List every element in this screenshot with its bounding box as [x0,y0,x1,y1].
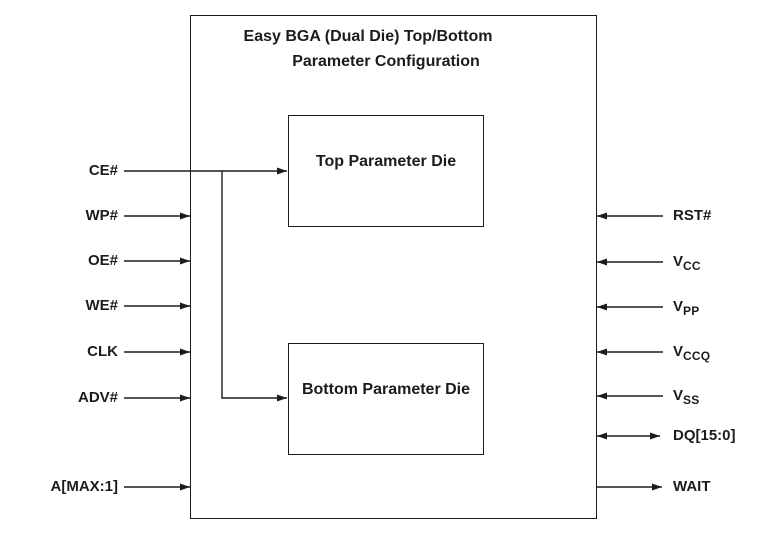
signal-label-dq: DQ[15:0] [673,426,736,450]
diagram-title-line2: Parameter Configuration [292,53,480,70]
signal-label-clk: CLK [87,343,118,360]
signal-label-we: WE# [85,297,118,314]
signal-text: V [673,343,684,360]
signal-text: DQ[15:0] [673,427,736,444]
top-die-label: Top Parameter Die [315,153,457,170]
signal-subscript: SS [683,393,700,407]
top-parameter-die-block: Top Parameter Die [288,115,484,227]
bottom-parameter-die-block: Bottom Parameter Die [288,343,484,455]
signal-label-vcc: VCC [673,252,701,276]
signal-label-adv: ADV# [77,389,118,406]
signal-label-wp: WP# [85,207,118,224]
signal-label-rst: RST# [673,206,711,230]
bottom-die-label: Bottom Parameter Die [301,381,471,398]
signal-label-oe: OE# [87,252,118,269]
signal-text: RST# [673,207,712,224]
diagram-title-line1: Easy BGA (Dual Die) Top/Bottom [243,28,493,45]
signal-label-vccq: VCCQ [673,342,710,366]
signal-subscript: PP [683,304,700,318]
signal-label-address: A[MAX:1] [50,478,119,495]
signal-text: V [673,253,684,270]
signal-label-vpp: VPP [673,297,699,321]
signal-text: V [673,298,684,315]
signal-subscript: CCQ [683,349,711,363]
signal-subscript: CC [683,259,701,273]
signal-text: WAIT [673,478,711,495]
signal-label-vss: VSS [673,386,699,410]
signal-text: V [673,387,684,404]
signal-label-ce: CE# [88,162,118,179]
signal-label-wait: WAIT [673,477,711,501]
